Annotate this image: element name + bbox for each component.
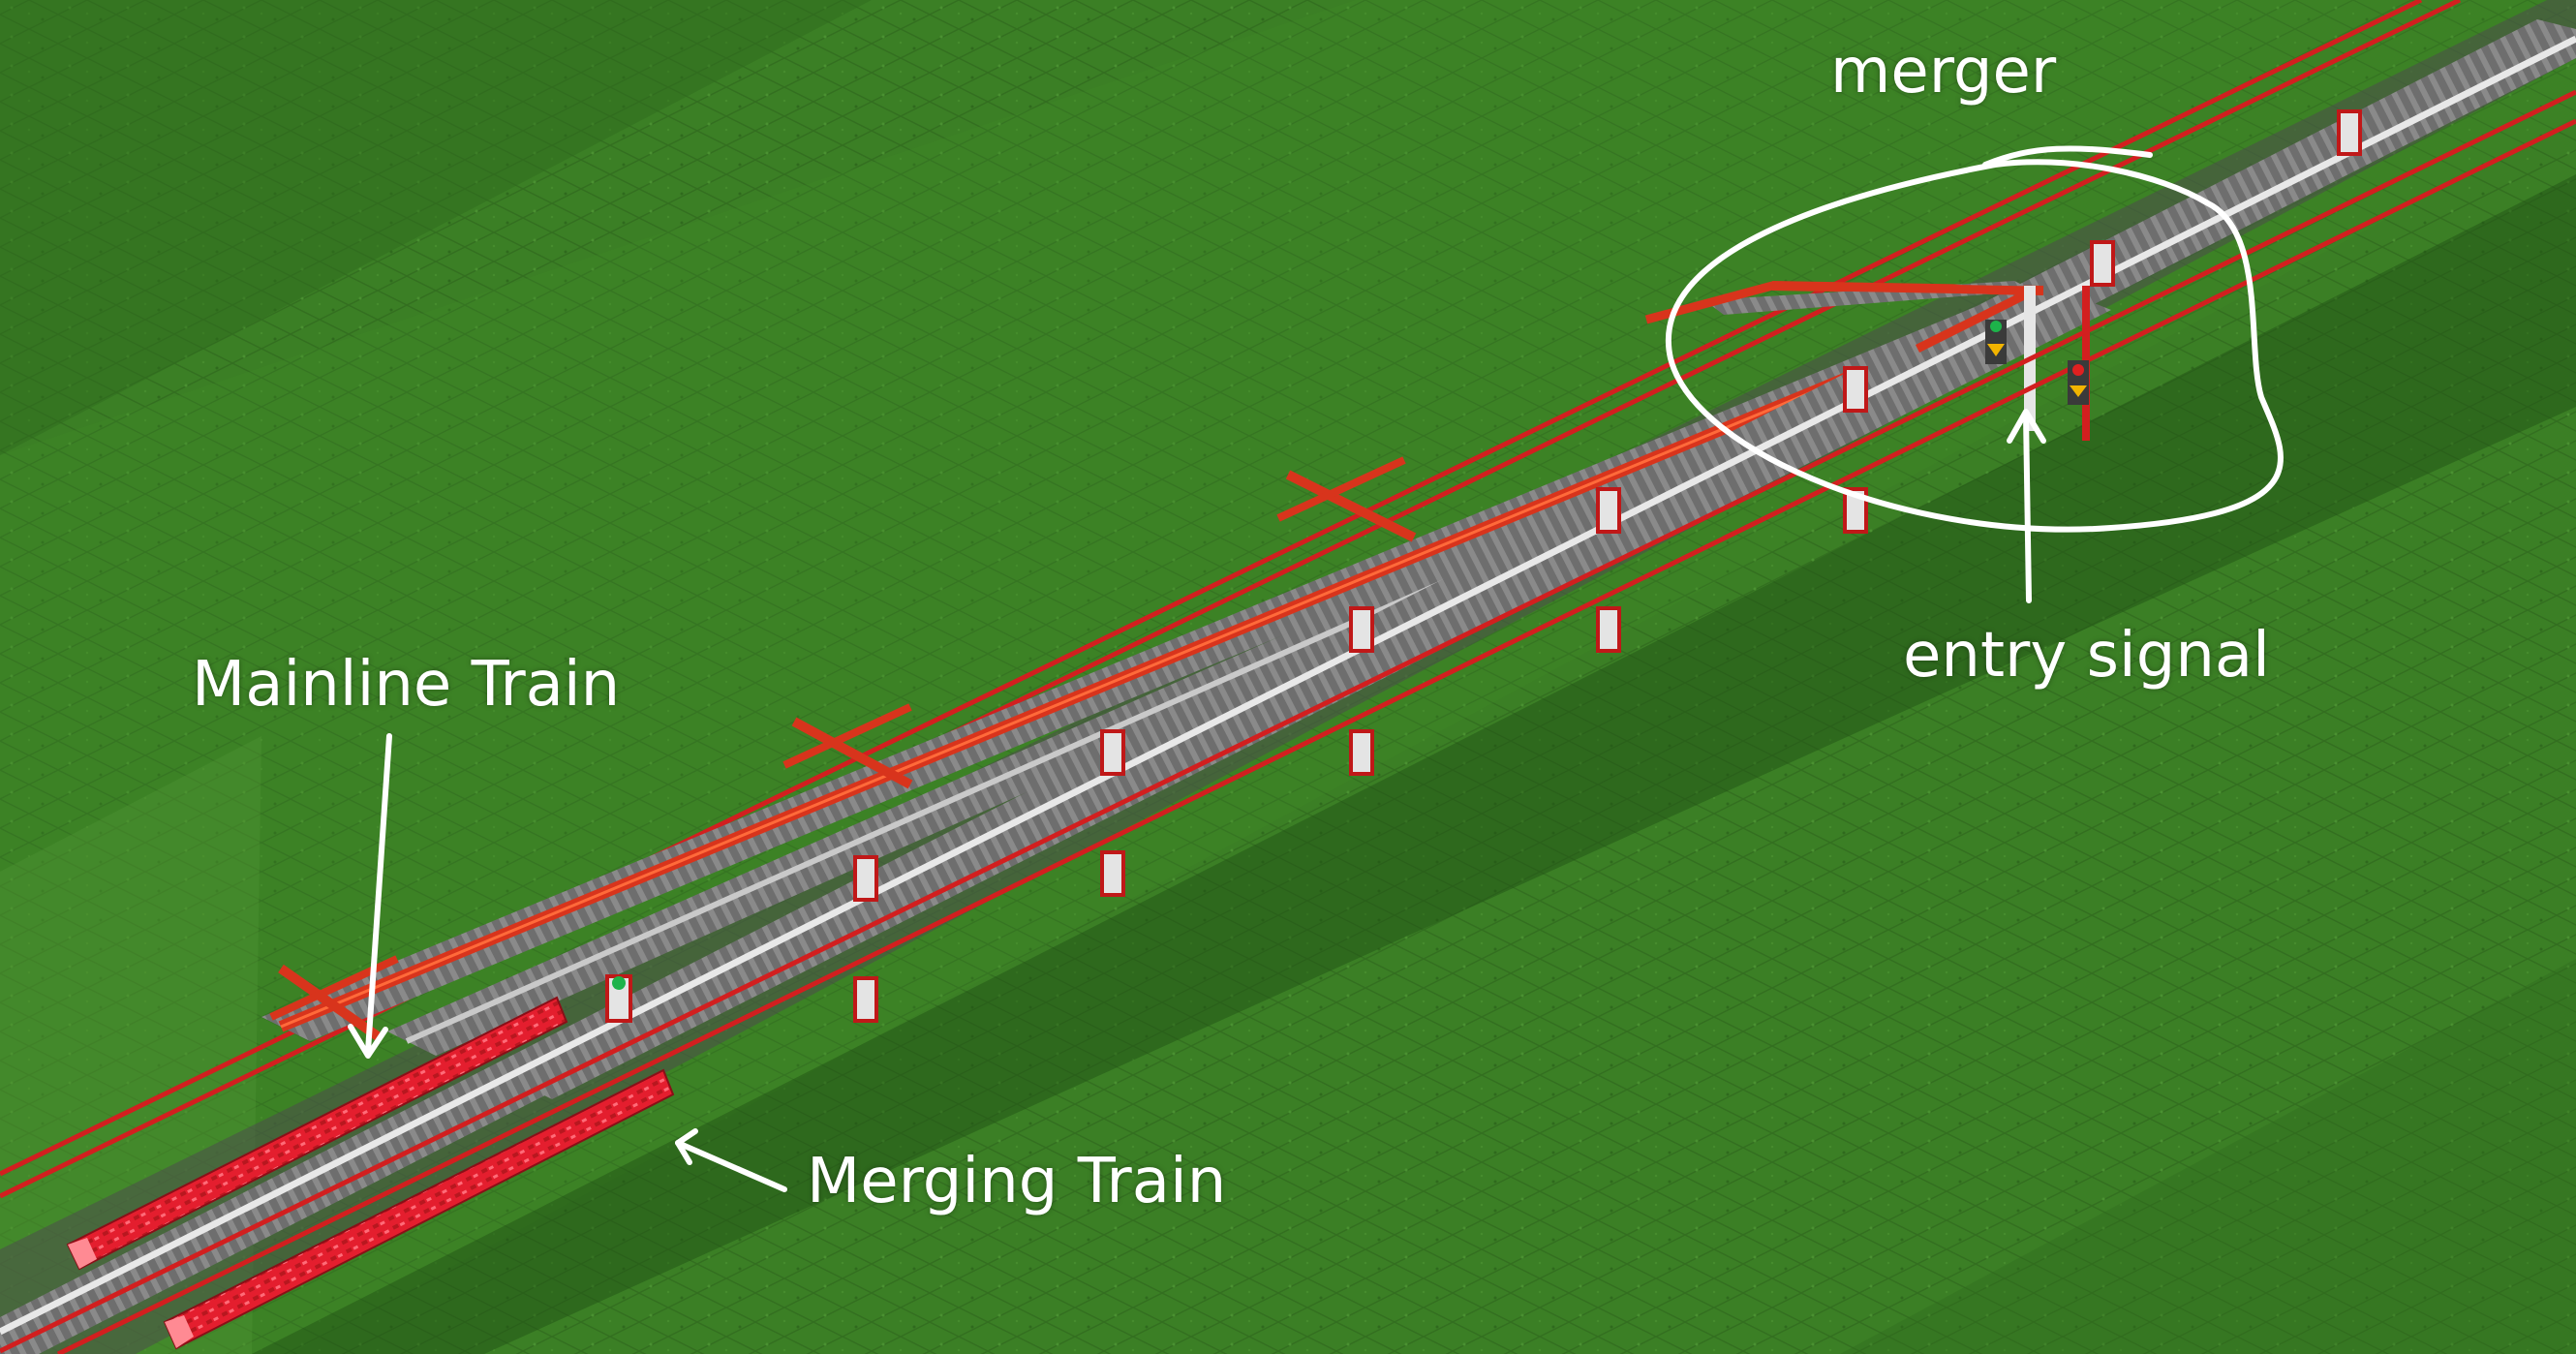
signal-post-icon[interactable] — [1349, 606, 1374, 653]
signal-post-icon[interactable] — [1843, 366, 1868, 413]
merging-train[interactable] — [163, 1068, 675, 1350]
merger-circle-tail — [1982, 145, 2153, 168]
merger-circle — [1665, 159, 2284, 533]
signal-post-icon[interactable] — [1596, 606, 1621, 653]
entry-signal-arrowhead — [2007, 409, 2046, 444]
annotation-overlay — [348, 145, 2284, 1192]
mainline-train-arrow — [365, 733, 392, 1054]
mainline-train-label: Mainline Train — [192, 649, 621, 721]
embankment-shadow — [252, 174, 2576, 1354]
signal-post-icon[interactable] — [2090, 240, 2115, 287]
mainline-train-arrowhead — [348, 1024, 388, 1059]
signal-post-icon[interactable] — [1100, 729, 1125, 776]
merging-train-arrowhead — [675, 1128, 698, 1165]
mainline-train[interactable] — [66, 996, 568, 1271]
signal-post-icon[interactable] — [2337, 109, 2362, 156]
merging-track[interactable] — [0, 19, 2576, 1354]
signal-post-icon[interactable] — [1349, 729, 1374, 776]
signal-post-icon[interactable] — [1100, 850, 1125, 897]
fence-front — [0, 89, 2576, 1354]
mainline-track[interactable] — [261, 291, 2063, 1041]
merger-label: merger — [1830, 36, 2057, 108]
signal-post-icon[interactable] — [1596, 487, 1621, 534]
merging-train-label: Merging Train — [807, 1146, 1227, 1217]
signal-post-icon[interactable] — [605, 974, 632, 1023]
entry-signal-icon[interactable] — [2068, 360, 2089, 405]
signal-post-icon[interactable] — [853, 976, 878, 1023]
merging-train-arrow — [675, 1140, 787, 1192]
entry-signal-icon[interactable] — [1985, 320, 2007, 364]
signal-post-icon[interactable] — [853, 855, 878, 902]
entry-signal-label: entry signal — [1903, 620, 2270, 692]
entry-signal-arrow — [2023, 412, 2032, 603]
